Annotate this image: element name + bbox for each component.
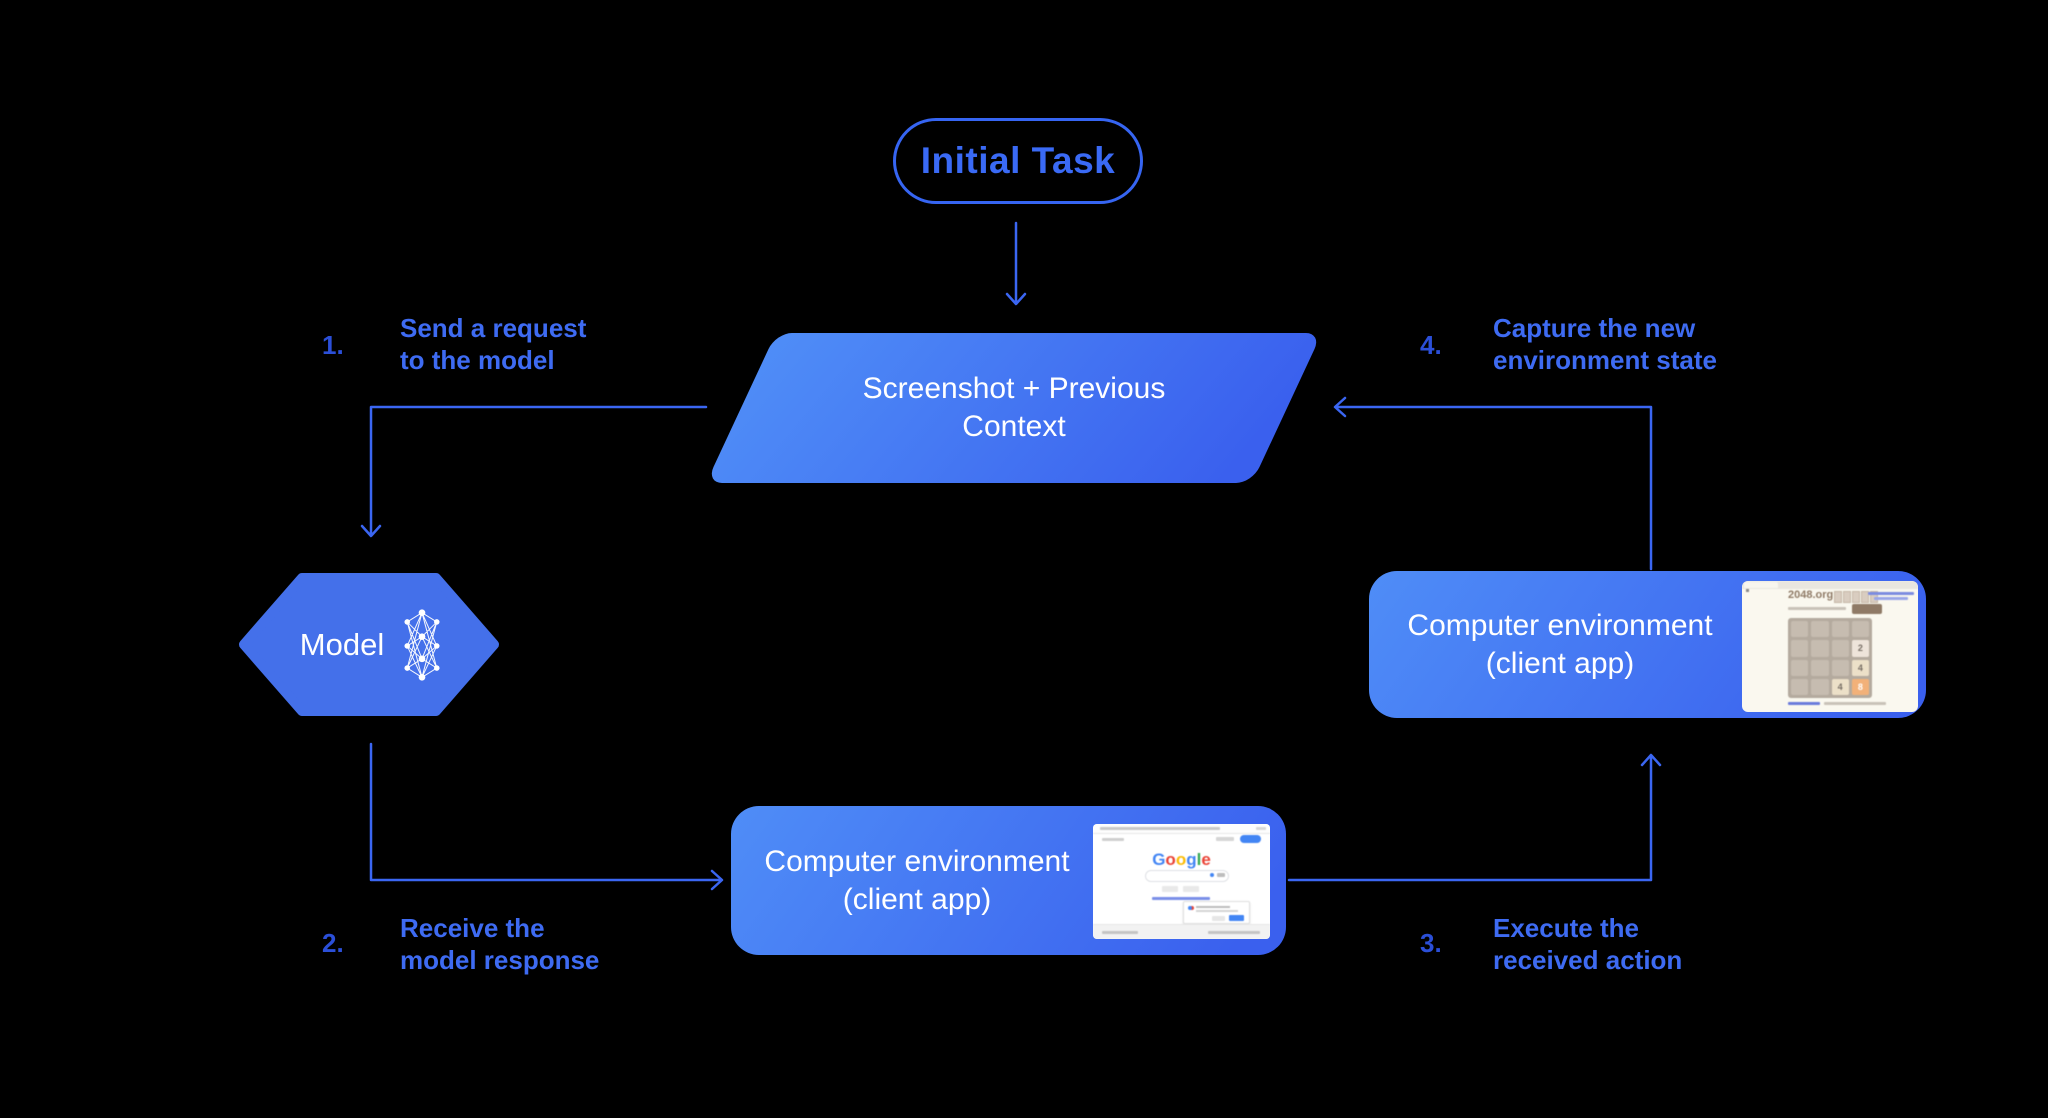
- step-4-label: Capture the new environment state: [1493, 313, 1717, 375]
- env-right-line1: Computer environment: [1407, 608, 1713, 642]
- browser-chrome-bar: [1093, 824, 1270, 834]
- dialog-text-line: [1196, 910, 1238, 912]
- env-bottom-label: Computer environment (client app): [747, 806, 1087, 955]
- footer-links-left: [1102, 931, 1138, 934]
- mic-icon: [1210, 873, 1214, 877]
- subtitle-text-line: [1788, 607, 1846, 610]
- env-bottom-line1: Computer environment: [764, 844, 1070, 878]
- dialog-primary-button: [1229, 915, 1244, 921]
- screenshot-context-line1: Screenshot + Previous: [862, 372, 1166, 405]
- arrow-context-to-model: [360, 405, 708, 538]
- search-input: [1145, 870, 1229, 882]
- node-model: Model: [238, 571, 500, 718]
- tile-2: 2: [1851, 640, 1869, 657]
- tile-4: 4: [1831, 678, 1849, 695]
- node-screenshot-context: Screenshot + Previous Context: [706, 333, 1322, 483]
- browser-tab-bar: [1742, 581, 1918, 589]
- env-right-line2: (client app): [1485, 646, 1635, 680]
- step-2-number: 2.: [322, 928, 344, 958]
- node-initial-task: Initial Task: [893, 118, 1143, 204]
- url-bar: [1100, 827, 1220, 830]
- neural-network-icon: [404, 608, 440, 681]
- step-3-number: 3.: [1420, 928, 1442, 958]
- arrow-env-bottom-to-env-right: [1287, 753, 1662, 882]
- footer-link-line: [1788, 702, 1820, 705]
- screenshot-google-home: Google: [1093, 824, 1270, 939]
- header-left-links: [1102, 838, 1124, 841]
- screenshot-context-line2: Context: [962, 410, 1066, 443]
- initial-task-label: Initial Task: [920, 140, 1116, 181]
- hexagon-shape: [239, 573, 499, 716]
- arrow-env-right-to-context: [1333, 396, 1653, 571]
- screenshot-2048-game: 2048.org 2: [1742, 581, 1918, 712]
- header-link-line: [1868, 592, 1914, 595]
- step-1-label: Send a request to the model: [400, 313, 587, 375]
- env-right-label: Computer environment (client app): [1385, 571, 1735, 718]
- arrow-task-to-context: [1005, 221, 1027, 306]
- tile-8: 8: [1851, 678, 1869, 695]
- browser-tab: [1744, 582, 1778, 588]
- google-logo: Google: [1152, 850, 1211, 869]
- arrow-model-to-env-bottom: [369, 742, 724, 891]
- step-4-number: 4.: [1420, 330, 1442, 360]
- page-footer: [1093, 924, 1270, 939]
- cookie-consent-dialog: [1183, 901, 1250, 924]
- step-2-label: Receive the model response: [400, 913, 600, 975]
- window-controls: [1256, 827, 1266, 830]
- footer-links-right: [1208, 931, 1260, 934]
- step-3-label: Execute the received action: [1493, 913, 1683, 975]
- dialog-text-line: [1196, 906, 1230, 908]
- screenshot-context-label: Screenshot + Previous Context: [741, 333, 1287, 483]
- sign-in-button: [1240, 835, 1261, 843]
- game-board-2048: 2 4 4 8: [1788, 618, 1872, 698]
- header-right-links: [1216, 837, 1234, 841]
- score-box: [1861, 591, 1869, 603]
- site-title-2048: 2048.org: [1788, 589, 1834, 601]
- step-1-number: 1.: [322, 330, 344, 360]
- google-search-button: [1162, 886, 1178, 892]
- env-bottom-line2: (client app): [842, 882, 992, 916]
- keyboard-icon: [1217, 873, 1225, 877]
- feeling-lucky-button: [1183, 886, 1199, 892]
- google-g-icon: [1188, 906, 1192, 910]
- score-box: [1843, 591, 1851, 603]
- model-label: Model: [299, 626, 385, 662]
- header-link-line: [1874, 597, 1908, 600]
- score-box: [1852, 591, 1860, 603]
- new-game-button: [1852, 604, 1882, 614]
- language-offered-link: [1152, 897, 1210, 900]
- dialog-secondary-button: [1212, 916, 1225, 921]
- footer-text-line: [1824, 702, 1886, 705]
- browser-back-icon: [1746, 589, 1749, 592]
- score-box: [1834, 591, 1842, 603]
- tile-4: 4: [1851, 659, 1869, 676]
